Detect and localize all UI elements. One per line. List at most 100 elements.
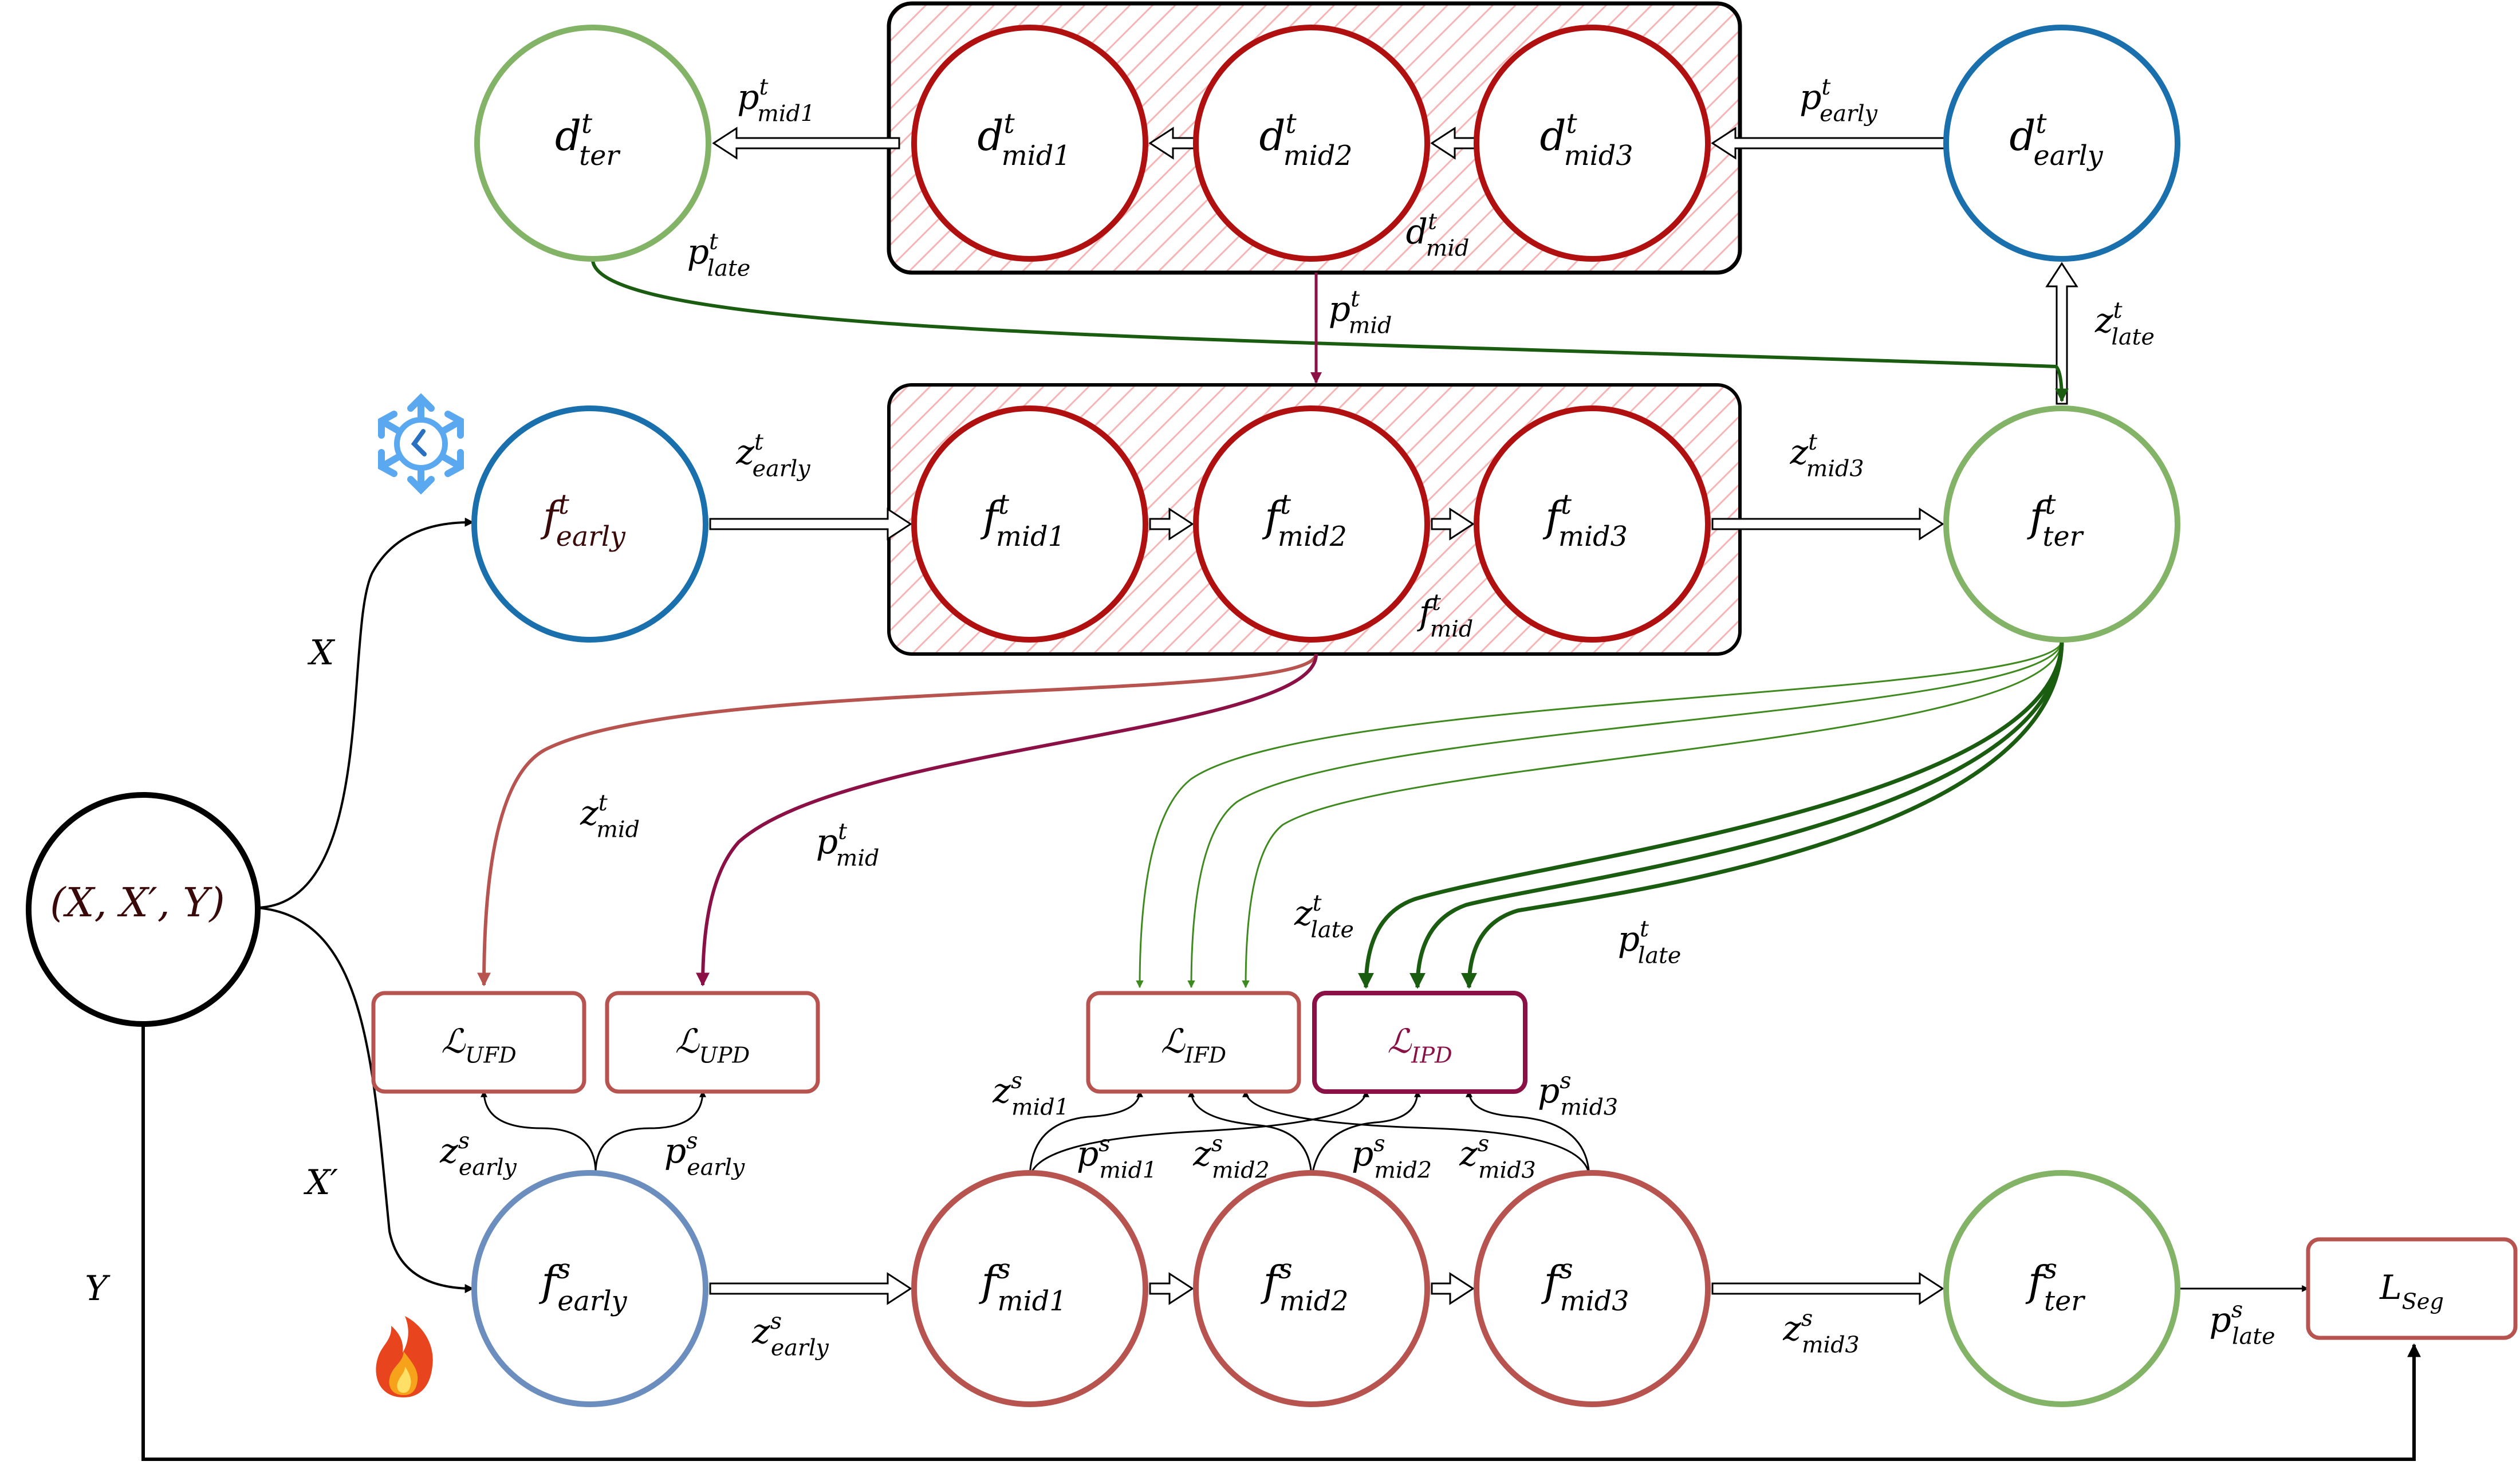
p-early-s-up-edge — [594, 1090, 706, 1173]
snowflake-clock-icon — [378, 393, 464, 495]
x-edge — [256, 517, 474, 909]
node-d-early — [1943, 25, 2180, 262]
h-zmid3-s — [1711, 1272, 1944, 1305]
z-mid2-s-edge — [1188, 1090, 1313, 1180]
h-fmid2-fmid3 — [1431, 507, 1475, 541]
loss-box-ufd — [371, 991, 586, 1094]
h-pmid1-top — [712, 127, 900, 160]
loss-box-seg — [2306, 1237, 2518, 1340]
loss-label-ufd: ℒUFD — [441, 1022, 516, 1068]
loss-box-upd — [605, 991, 820, 1094]
node-ft-early — [471, 405, 708, 643]
loss-label-upd: ℒUPD — [675, 1022, 750, 1068]
loss-boxes — [371, 991, 2518, 1340]
node-fs-mid1 — [911, 1170, 1148, 1407]
connections — [141, 260, 2421, 1461]
node-d-ter — [474, 25, 711, 262]
p-late-top-edge — [591, 260, 2069, 403]
h-zearly-s — [709, 1272, 912, 1305]
edge-label-Y: Y — [85, 1269, 111, 1309]
loss-box-ifd — [1086, 991, 1301, 1094]
x-prime-edge — [256, 907, 474, 1293]
node-ft-mid3 — [1474, 405, 1711, 643]
h-dmid3-dmid2 — [1430, 127, 1478, 160]
node-fs-mid2 — [1193, 1170, 1430, 1407]
z-late-t-edge-3 — [1242, 640, 2063, 988]
h-zearly-t — [709, 507, 912, 541]
p-mid1-s-edge — [1029, 1090, 1369, 1180]
h-zlate-top — [2045, 262, 2078, 405]
h-fmid1-fmid2 — [1149, 507, 1194, 541]
fire-icon — [376, 1316, 433, 1397]
node-ft-ter — [1943, 405, 2180, 643]
z-late-t-edge-1 — [1136, 640, 2063, 988]
edge-label-X: X — [308, 633, 336, 673]
y-edge — [141, 1025, 2421, 1461]
z-mid1-s-edge — [1029, 1090, 1143, 1180]
loss-label-ipd: ℒIPD — [1387, 1022, 1452, 1068]
p-mid2-s-edge — [1310, 1090, 1421, 1180]
h-pearly-top — [1711, 127, 1946, 160]
node-ft-mid2 — [1193, 405, 1430, 643]
h-dmid2-dmid1 — [1148, 127, 1197, 160]
p-late-t-edge-2 — [1409, 640, 2064, 989]
node-fs-mid3 — [1474, 1170, 1711, 1407]
node-d-mid1 — [911, 25, 1148, 262]
node-ft-mid1 — [911, 405, 1148, 643]
hollow-arrows — [709, 127, 2078, 1305]
node-input — [26, 792, 261, 1027]
loss-box-ipd — [1312, 991, 1527, 1094]
label-input: (X, X′, Y) — [50, 879, 225, 926]
node-fs-ter — [1943, 1170, 2180, 1407]
h-fsmid1-fsmid2 — [1149, 1272, 1194, 1305]
p-mid-t-edge — [696, 653, 1318, 987]
z-late-t-edge-2 — [1187, 640, 2063, 988]
z-early-s-up-edge — [481, 1090, 597, 1173]
node-d-mid2 — [1193, 25, 1430, 262]
h-zmid3-t — [1711, 507, 1944, 541]
node-d-mid3 — [1474, 25, 1711, 262]
p-mid3-s-edge — [1466, 1090, 1590, 1180]
node-fs-early — [471, 1170, 708, 1407]
edge-label-X-prime: X′ — [304, 1163, 338, 1203]
nodes — [26, 25, 2180, 1407]
